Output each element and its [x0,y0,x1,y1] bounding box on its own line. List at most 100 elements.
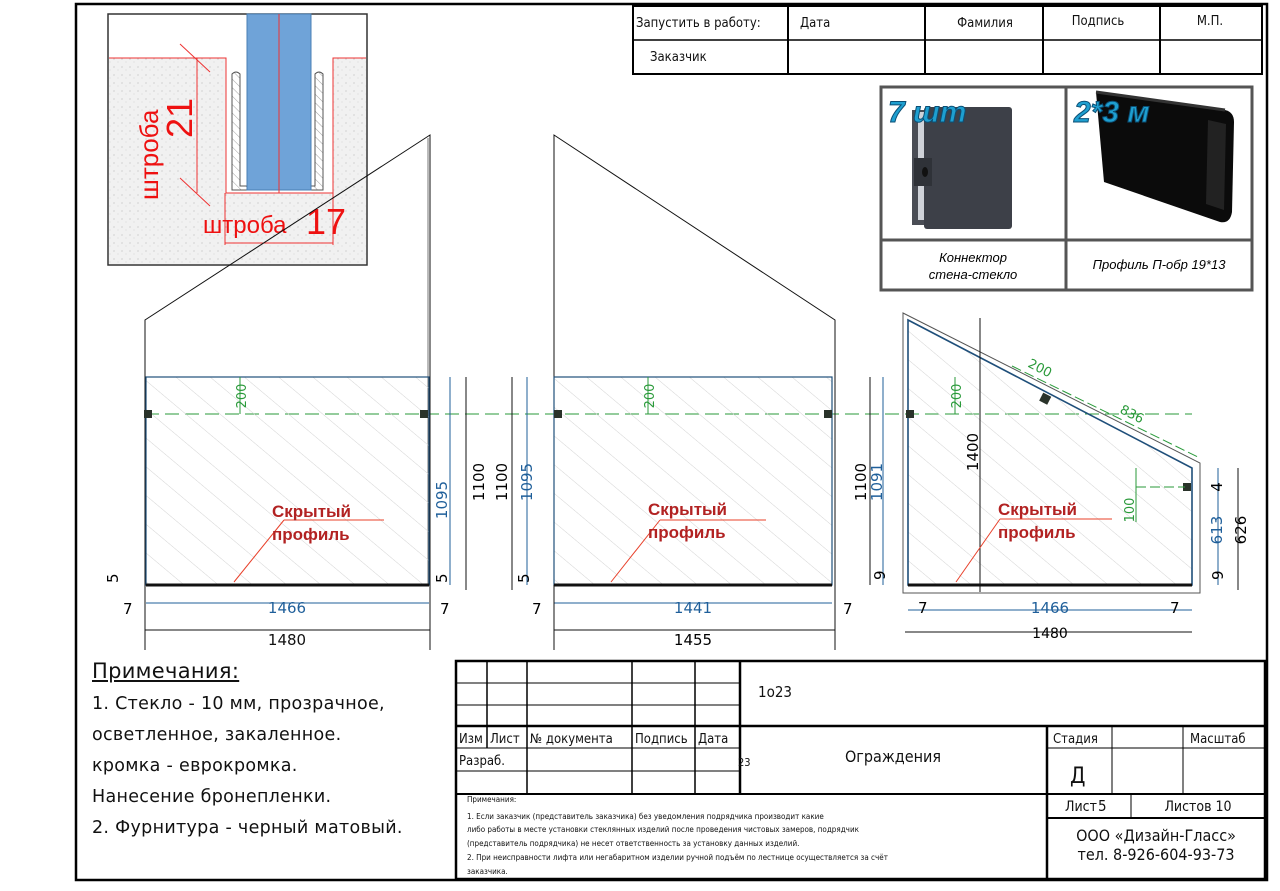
slot-width-value: 17 [306,201,346,242]
dim-glass-height: 1095 [518,463,536,501]
note-line: 1. Стекло - 10 мм, прозрачное, [92,694,385,714]
profile-caption: Профиль П-обр 19*13 [1093,257,1227,272]
connector-caption-1: Коннектор [939,250,1007,265]
dim-right-glass-height: 613 [1208,516,1226,545]
hidden-profile-label-2: профиль [272,525,350,544]
slot-depth-label: штроба [134,109,164,200]
note-line: 2. Фурнитура - черный матовый. [92,818,403,838]
col-signature: Подпись [1072,14,1125,29]
dim-gap-right: 7 [1170,599,1180,617]
dim-slope-offset: 200 [1025,357,1054,382]
tb-note-line: (представитель подрядчика) не несет отве… [467,839,799,848]
tb-header-signature: Подпись [635,732,688,747]
panel-1: Скрытый профиль 1466 1480 7 7 5 5 1095 1… [104,134,488,650]
connector-marker [1039,392,1052,405]
dim-overall-width: 1455 [674,631,712,649]
hidden-profile-label-2: профиль [648,523,726,542]
dim-bottom-gap-left: 5 [104,573,122,583]
slot-depth-value: 21 [159,98,200,138]
doc-code: 1о23 [758,683,792,701]
tb-header-docnum: № документа [530,732,613,747]
tb-note-line: 2. При неисправности лифта или негабарит… [467,852,888,862]
dim-overall-height: 1100 [470,463,488,501]
dim-bottom-gap-right: 9 [1209,570,1227,580]
dim-right-top-gap: 4 [1208,482,1226,492]
title-block [454,659,1267,881]
dim-bottom-gap-left: 5 [515,573,533,583]
dim-gap-right: 7 [843,600,853,618]
profile-qty: 2*3 м [1073,96,1150,129]
company-phone: тел. 8-926-604-93-73 [1077,845,1234,864]
developer-label: Разраб. [459,754,505,769]
notes-block: Примечания: 1. Стекло - 10 мм, прозрачно… [92,656,403,844]
tb-note-line: 1. Если заказчик (представитель заказчик… [467,811,824,821]
dim-right-overall-height: 626 [1232,516,1250,545]
connector-marker [1183,483,1191,491]
hidden-profile-label-2: профиль [998,523,1076,542]
tb-header-change: Изм [459,732,483,747]
products-box: 7 шт 2*3 м Коннектор стена-стекло Профил… [879,85,1254,292]
dim-overall-height: 1100 [852,463,870,501]
dim-connector-offset: 200 [950,384,965,409]
note-line: осветленное, закаленное. [92,725,342,745]
sheet-number: 5 [1098,797,1107,815]
slot-width-label: штроба [203,212,287,239]
notes-title: Примечания: [92,659,240,683]
hidden-profile-label-1: Скрытый [648,500,727,519]
note-line: кромка - еврокромка. [92,756,298,776]
glass-panel-1 [145,376,430,586]
sheets-total: Листов 10 [1164,799,1231,815]
panel-2: Скрытый профиль 1441 1455 7 7 5 1100 109… [493,134,853,650]
stage-label: Стадия [1053,732,1098,747]
sheet-label: Лист [1065,799,1097,815]
customer-label: Заказчик [650,50,707,65]
connector-image [912,107,1012,229]
connector-caption-2: стена-стекло [929,267,1018,282]
dim-gap-left: 7 [532,600,542,618]
dim-gap-left: 7 [918,599,928,617]
col-surname: Фамилия [957,16,1013,31]
dim-glass-width: 1441 [674,599,712,617]
tb-note-line: либо работы в месте установки стеклянных… [467,824,860,834]
dim-glass-height: 1095 [433,481,451,519]
panel-3: Скрытый профиль 1466 1480 7 7 9 9 1100 1… [852,312,1250,642]
glass-panel-3 [907,318,1193,586]
dim-overall-width: 1480 [1032,626,1068,642]
slot-detail: штроба 21 штроба 17 [107,13,368,266]
company-name: ООО «Дизайн-Гласс» [1076,826,1236,845]
connector-marker [420,410,428,418]
dim-height-1400: 1400 [964,433,982,471]
glass-panel-2 [553,376,833,586]
dim-overall-width: 1480 [268,631,306,649]
dim-connector-offset: 200 [643,384,658,409]
dim-bottom-gap-left: 9 [871,570,889,580]
connector-marker [824,410,832,418]
developer-date: 23 [738,756,751,769]
hidden-profile-label-1: Скрытый [998,500,1077,519]
dim-bottom-gap-right: 5 [433,573,451,583]
tb-notes-title: Примечания: [467,795,516,804]
col-stamp: М.П. [1197,14,1223,29]
hidden-profile-label-1: Скрытый [272,502,351,521]
connector-qty: 7 шт [888,96,966,129]
connector-marker [906,410,914,418]
launch-label: Запустить в работу: [636,16,761,31]
profile-image [1095,90,1234,223]
dim-connector-offset: 200 [235,384,250,409]
dim-glass-width: 1466 [268,599,306,617]
note-line: Нанесение бронепленки. [92,787,332,807]
tb-note-line: заказчика. [467,867,508,876]
dim-gap-left: 7 [123,600,133,618]
col-date: Дата [800,16,830,31]
dim-glass-width: 1466 [1031,599,1069,617]
tb-header-sheet: Лист [490,732,520,747]
dim-glass-height: 1091 [868,463,886,501]
connector-marker [144,410,152,418]
dim-right-offset: 100 [1123,498,1138,523]
connector-marker [554,410,562,418]
scale-label: Масштаб [1190,732,1246,747]
tb-header-date: Дата [698,732,728,747]
dim-overall-height: 1100 [493,463,511,501]
project-name: Ограждения [845,747,941,766]
